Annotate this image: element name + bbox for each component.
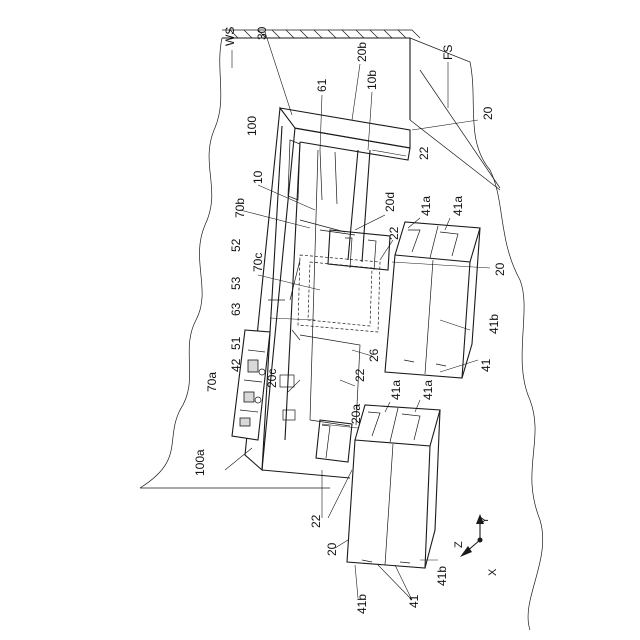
label-100a: 100a	[193, 449, 207, 476]
label-41a-3: 41a	[389, 380, 403, 400]
label-53: 53	[229, 276, 243, 290]
label-41a-4: 41a	[421, 380, 435, 400]
label-70b: 70b	[233, 198, 247, 218]
label-20-right: 20	[493, 262, 507, 276]
chamber-frame	[285, 142, 380, 440]
label-ws: WS	[223, 27, 237, 46]
label-61: 61	[315, 78, 329, 92]
cassette-upper	[385, 222, 480, 378]
label-22-center: 22	[353, 368, 367, 382]
axis-y-label: Y	[479, 516, 491, 524]
label-41a-1: 41a	[419, 196, 433, 216]
label-70c: 70c	[251, 253, 265, 272]
label-20-top: 20	[481, 106, 495, 120]
label-20-bottom: 20	[325, 542, 339, 556]
label-42: 42	[229, 358, 243, 372]
label-20a: 20a	[349, 404, 363, 424]
axis-x-label: X	[487, 568, 499, 576]
label-41a-2: 41a	[451, 196, 465, 216]
label-fs: FS	[441, 45, 455, 60]
label-26: 26	[367, 348, 381, 362]
label-70a: 70a	[205, 372, 219, 392]
label-41b-right: 41b	[487, 314, 501, 334]
label-100: 100	[245, 116, 259, 136]
axis-z-label: Z	[453, 541, 465, 548]
label-10: 10	[251, 170, 265, 184]
label-41b-bot2: 41b	[355, 594, 369, 614]
label-22-bottom: 22	[309, 514, 323, 528]
cassette-lower	[347, 405, 440, 568]
label-41-right: 41	[479, 358, 493, 372]
label-52: 52	[229, 238, 243, 252]
label-20b: 20b	[355, 42, 369, 62]
label-20c: 20c	[265, 369, 279, 388]
label-22-top: 22	[417, 146, 431, 160]
label-20d: 20d	[383, 192, 397, 212]
label-63: 63	[229, 302, 243, 316]
label-10b: 10b	[365, 70, 379, 90]
label-41b-bot1: 41b	[435, 566, 449, 586]
label-30: 30	[255, 26, 269, 40]
label-51: 51	[229, 336, 243, 350]
label-41-bottom: 41	[407, 594, 421, 608]
label-22-mid: 22	[387, 226, 401, 240]
